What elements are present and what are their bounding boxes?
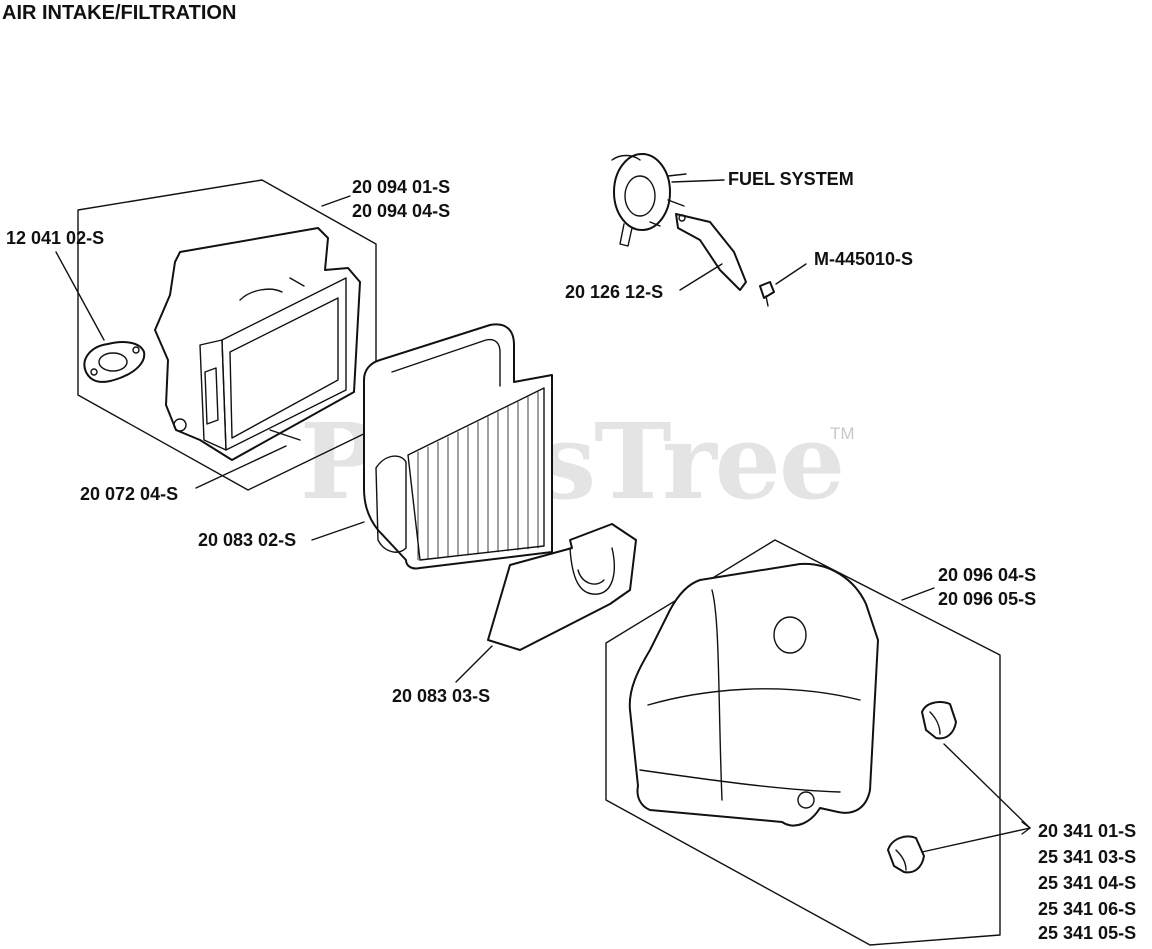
- leader-knob-upper: [943, 743, 1031, 829]
- knob-part-upper: [921, 701, 957, 740]
- label-knob-2: 25 341 03-S: [1038, 847, 1137, 867]
- screw-part: [759, 281, 775, 307]
- label-cover-1: 20 096 04-S: [938, 565, 1037, 585]
- air-filter-base-part: [154, 227, 361, 461]
- label-gasket: 12 041 02-S: [6, 228, 105, 248]
- fuel-pump-part: [611, 153, 687, 247]
- pleat-lines: [417, 391, 539, 561]
- label-knob-3: 25 341 04-S: [1038, 873, 1137, 893]
- paper-filter-part: [363, 323, 553, 570]
- diagram-title: AIR INTAKE/FILTRATION: [2, 2, 237, 24]
- leader-paper-filter: [311, 521, 365, 541]
- pre-filter-part: [487, 523, 637, 651]
- leader-gasket: [55, 251, 105, 341]
- cover-part: [628, 562, 879, 827]
- label-stud: 20 072 04-S: [80, 484, 179, 504]
- label-knob-4: 25 341 06-S: [1038, 899, 1137, 919]
- label-bracket: 20 126 12-S: [565, 282, 664, 302]
- label-knob-1: 20 341 01-S: [1038, 821, 1137, 841]
- leader-knob-lower: [921, 827, 1031, 853]
- label-cover-2: 20 096 05-S: [938, 589, 1037, 609]
- label-paper-filter: 20 083 02-S: [198, 530, 297, 550]
- label-air-filter-base-1: 20 094 01-S: [352, 177, 451, 197]
- watermark-trademark: TM: [830, 424, 855, 443]
- label-screw: M-445010-S: [814, 249, 914, 269]
- knob-part-lower: [887, 835, 925, 874]
- leader-air-filter-base: [321, 195, 351, 207]
- label-knob-5: 25 341 05-S: [1038, 923, 1137, 943]
- leader-pre-filter: [455, 645, 493, 683]
- cover-group-box: [605, 539, 1001, 946]
- leader-stud: [195, 445, 287, 489]
- gasket-part: [83, 341, 146, 383]
- leader-screw: [775, 263, 807, 285]
- leader-bracket: [679, 263, 723, 291]
- label-pre-filter: 20 083 03-S: [392, 686, 491, 706]
- leader-fuel-system: [671, 179, 725, 183]
- air-filter-base-group-box: [77, 179, 377, 491]
- leader-cover: [901, 587, 935, 601]
- label-fuel-system: FUEL SYSTEM: [728, 169, 854, 189]
- bracket-part: [675, 213, 747, 291]
- label-air-filter-base-2: 20 094 04-S: [352, 201, 451, 221]
- leader-knob-arrow: [1021, 821, 1031, 835]
